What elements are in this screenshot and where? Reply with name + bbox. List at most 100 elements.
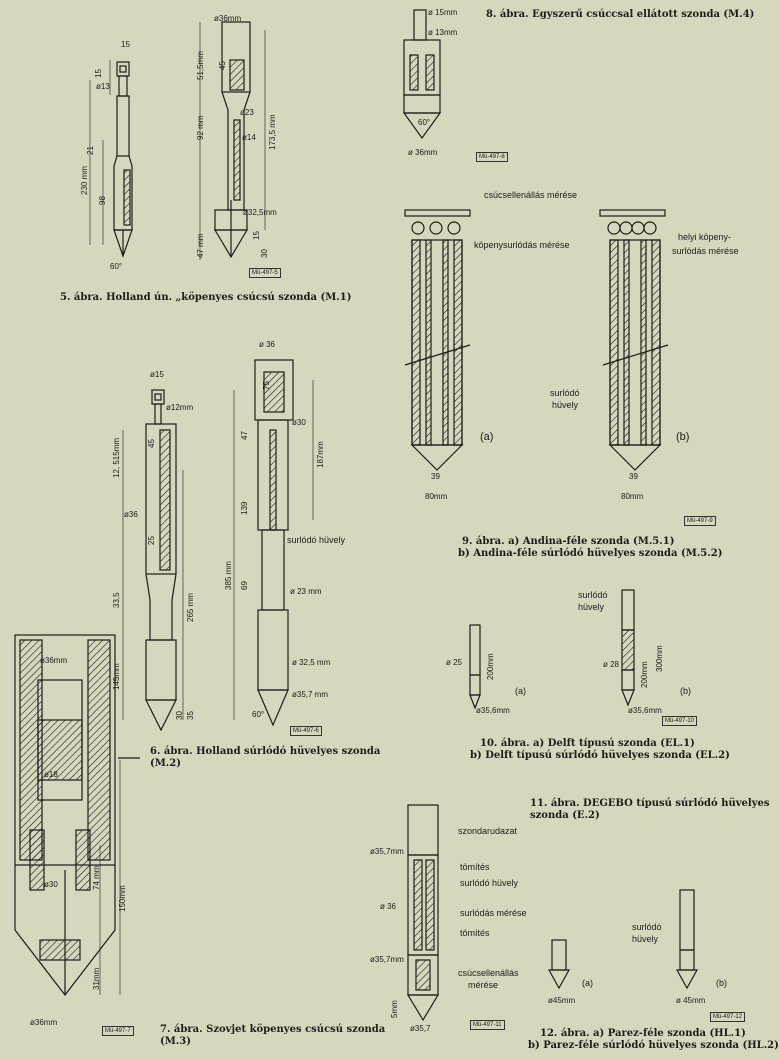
fig5-dim-325: ø32,5mm [243,208,277,217]
fig9-dim-80a: 80mm [425,492,448,501]
fig5-dim-30: 30 [260,249,269,258]
fig12-stamp: Mü-497-12 [710,1012,746,1022]
fig12-caption: 12. ábra. a) Parez-féle szonda (HL.1) [540,1028,746,1039]
fig6-dim-385: 385 mm [224,561,233,590]
fig11-label-sleeve: surlódó hüvely [460,878,519,888]
fig5-dim-92: 92 mm [196,115,205,140]
fig6-dim-30: 30 [175,711,184,720]
fig9-label-tip: csúcsellenállás mérése [484,190,578,200]
fig6-stamp: Mü-497-6 [290,726,322,736]
fig7-dim-150: 150mm [118,885,127,912]
fig6-dim-187: 187mm [316,441,325,468]
fig11-probe [406,804,440,1022]
fig11-dim-357b: ø35,7mm [370,955,404,964]
fig11-label-tip-1: csúcsellenállás [458,968,519,978]
fig12-label-sleeve-2: hüvely [632,934,659,944]
fig11-dim-357c: ø35,7 [410,1024,431,1033]
fig8-caption: 8. ábra. Egyszerű csúccsal ellátott szon… [486,9,755,20]
fig10-dim-200a: 200mm [486,653,495,680]
fig7-caption-2: (M.3) [160,1036,191,1047]
fig5-dim-h15: 15 [94,69,103,78]
fig7-dim-36b: ø36mm [30,1018,58,1027]
fig9-label-a: (a) [480,431,494,443]
fig5-dim-45: 45 [218,61,227,70]
fig8-dim-13: ø 13mm [428,28,458,37]
fig9-caption-2: b) Andina-féle súrlódó hüvelyes szonda (… [458,548,723,559]
fig9-label-sleeve-2: hüvely [552,400,579,410]
fig5-left-probe [113,61,133,258]
fig11-caption: 11. ábra. DEGEBO típusú súrlódó hüvelyes [530,798,770,809]
fig5-dim-15: 15 [121,40,130,49]
fig12-dim-45a: ø45mm [548,996,576,1005]
drawing-canvas [14,9,699,1022]
fig6-dim-335: 33,5 [112,592,121,608]
fig10-label-b: (b) [680,686,691,696]
fig7-probe [14,634,116,996]
fig6-left-probe [145,389,177,732]
fig12-label-a: (a) [582,978,593,988]
fig12-label-sleeve-1: surlódó [632,922,662,932]
fig11-label-seal-1: tömítés [460,862,490,872]
fig12-dim-45b: ø 45mm [676,996,706,1005]
fig5-dim-60: 60° [110,262,123,271]
fig8-stamp: Mü-497-8 [476,152,508,162]
fig10-stamp: Mü-497-10 [662,716,698,726]
fig10-dim-200b: 200mm [640,661,649,688]
fig5-dim-23: ø23 [240,108,254,117]
fig11-dim-357a: ø35,7mm [370,847,404,856]
fig11-label-friction: surlódás mérése [460,908,527,918]
fig6-dim-36: ø36 [124,510,138,519]
fig6-dim-60: 60° [252,710,265,719]
fig7-dim-31: 31mm [92,967,101,990]
fig11-dim-36: ø 36 [380,902,397,911]
fig6-dim-23: ø 23 mm [290,587,322,596]
fig6-dim-357: ø35,7 mm [292,690,329,699]
fig6-dim-139: 139 [240,501,249,515]
fig10a-probe [469,624,481,710]
fig9b-probe [599,209,669,471]
fig10b-probe [621,589,635,707]
fig11-label-rod: szondarudazat [458,826,518,836]
fig10-label-sleeve-2: hüvely [578,602,605,612]
fig8-dim-15: ø 15mm [428,8,458,17]
fig6-label-sleeve: surlódó hüvely [287,535,346,545]
fig10-caption-2: b) Delft típusú súrlódó hüvelyes szonda … [470,750,730,761]
fig5-dim-13: ø13 [96,82,110,91]
fig9-label-sleeve-1: surlódó [550,388,580,398]
fig7-caption: 7. ábra. Szovjet köpenyes csúcsú szonda [160,1024,386,1035]
fig6-dim-15: ø15 [150,370,164,379]
fig9-label-b: (b) [676,431,690,443]
fig6-dim-45: 45 [147,439,156,448]
fig5-caption: 5. ábra. Holland ún. „köpenyes csúcsú sz… [60,292,352,303]
fig11-stamp: Mü-497-11 [470,1020,505,1030]
fig11-label-tip-2: mérése [468,980,499,990]
fig5-dim-14: ø14 [242,133,256,142]
fig10-dim-28: ø 28 [603,660,620,669]
fig9-label-local-2: surlódás mérése [672,246,739,256]
fig8-dim-36: ø 36mm [408,148,438,157]
fig9-caption: 9. ábra. a) Andina-féle szonda (M.5.1) [462,536,675,547]
fig5-dim-98: 98 [98,196,107,205]
fig9-label-mantle: köpenysurlódás mérése [474,240,570,250]
fig6-dim-69: 69 [240,581,249,590]
fig9a-probe [404,209,471,471]
fig12b-probe [675,889,699,990]
fig9-stamp: Mü-497-9 [684,516,716,526]
fig9-dim-80b: 80mm [621,492,644,501]
fig5-dim-515: 51,5mm [196,51,205,80]
fig12-caption-2: b) Parez-féle súrlódó hüvelyes szonda (H… [528,1040,779,1051]
fig8-probe [402,9,442,140]
fig10-dim-300: 300mm [655,645,664,672]
fig5-dim-1735: 173,5 mm [268,114,277,150]
fig6-dim-75: 75 [262,381,271,390]
fig6-dim-35: 35 [186,711,195,720]
fig5-dim-47: 47 mm [196,233,205,258]
fig10-dim-356a: ø35,6mm [476,706,510,715]
fig6-dim-47: 47 [240,431,249,440]
fig7-dim-74: 74 mm [92,865,101,890]
fig11-caption-2: szonda (E.2) [530,810,600,821]
fig5-dim-15b: 15 [252,231,261,240]
fig7-dim-36t: ø36mm [40,656,68,665]
fig7-stamp: Mü-497-7 [102,1026,134,1036]
fig10-label-a: (a) [515,686,526,696]
